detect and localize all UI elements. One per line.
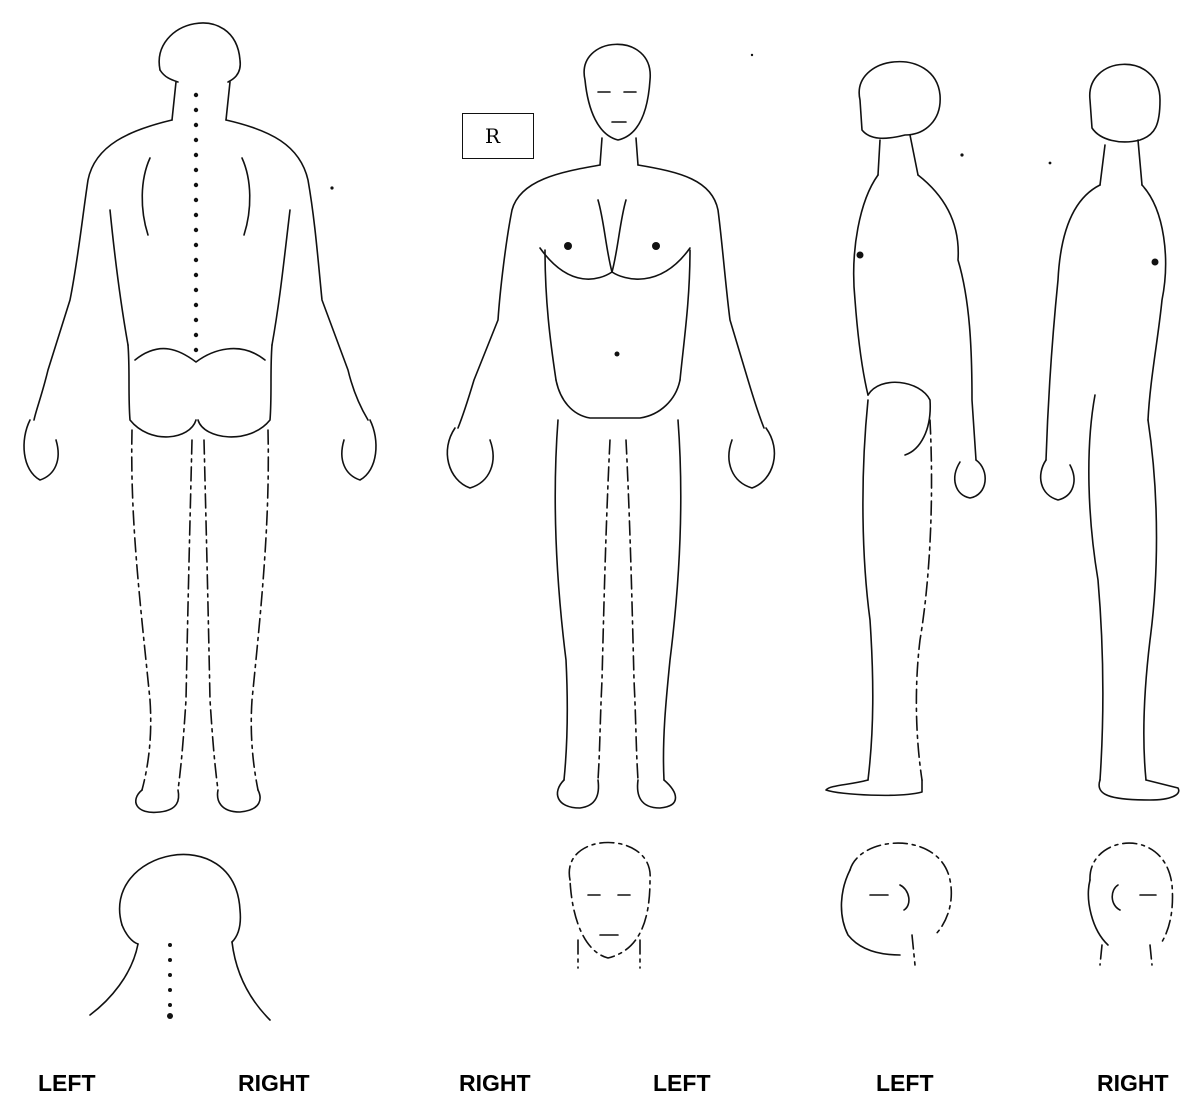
label-right-side: RIGHT [1097,1070,1169,1097]
label-left-front: LEFT [653,1070,711,1097]
body-back-icon [24,23,376,812]
right-side-marker: R [462,113,534,159]
body-left-side-icon [826,62,985,796]
head-front-icon [569,843,650,969]
label-left-side: LEFT [876,1070,934,1097]
head-back-icon [90,854,270,1020]
body-right-side-icon [1041,64,1179,800]
head-right-icon [1088,843,1172,965]
label-left-back: LEFT [38,1070,96,1097]
head-left-icon [841,843,951,965]
label-right-back: RIGHT [238,1070,310,1097]
label-right-front: RIGHT [459,1070,531,1097]
